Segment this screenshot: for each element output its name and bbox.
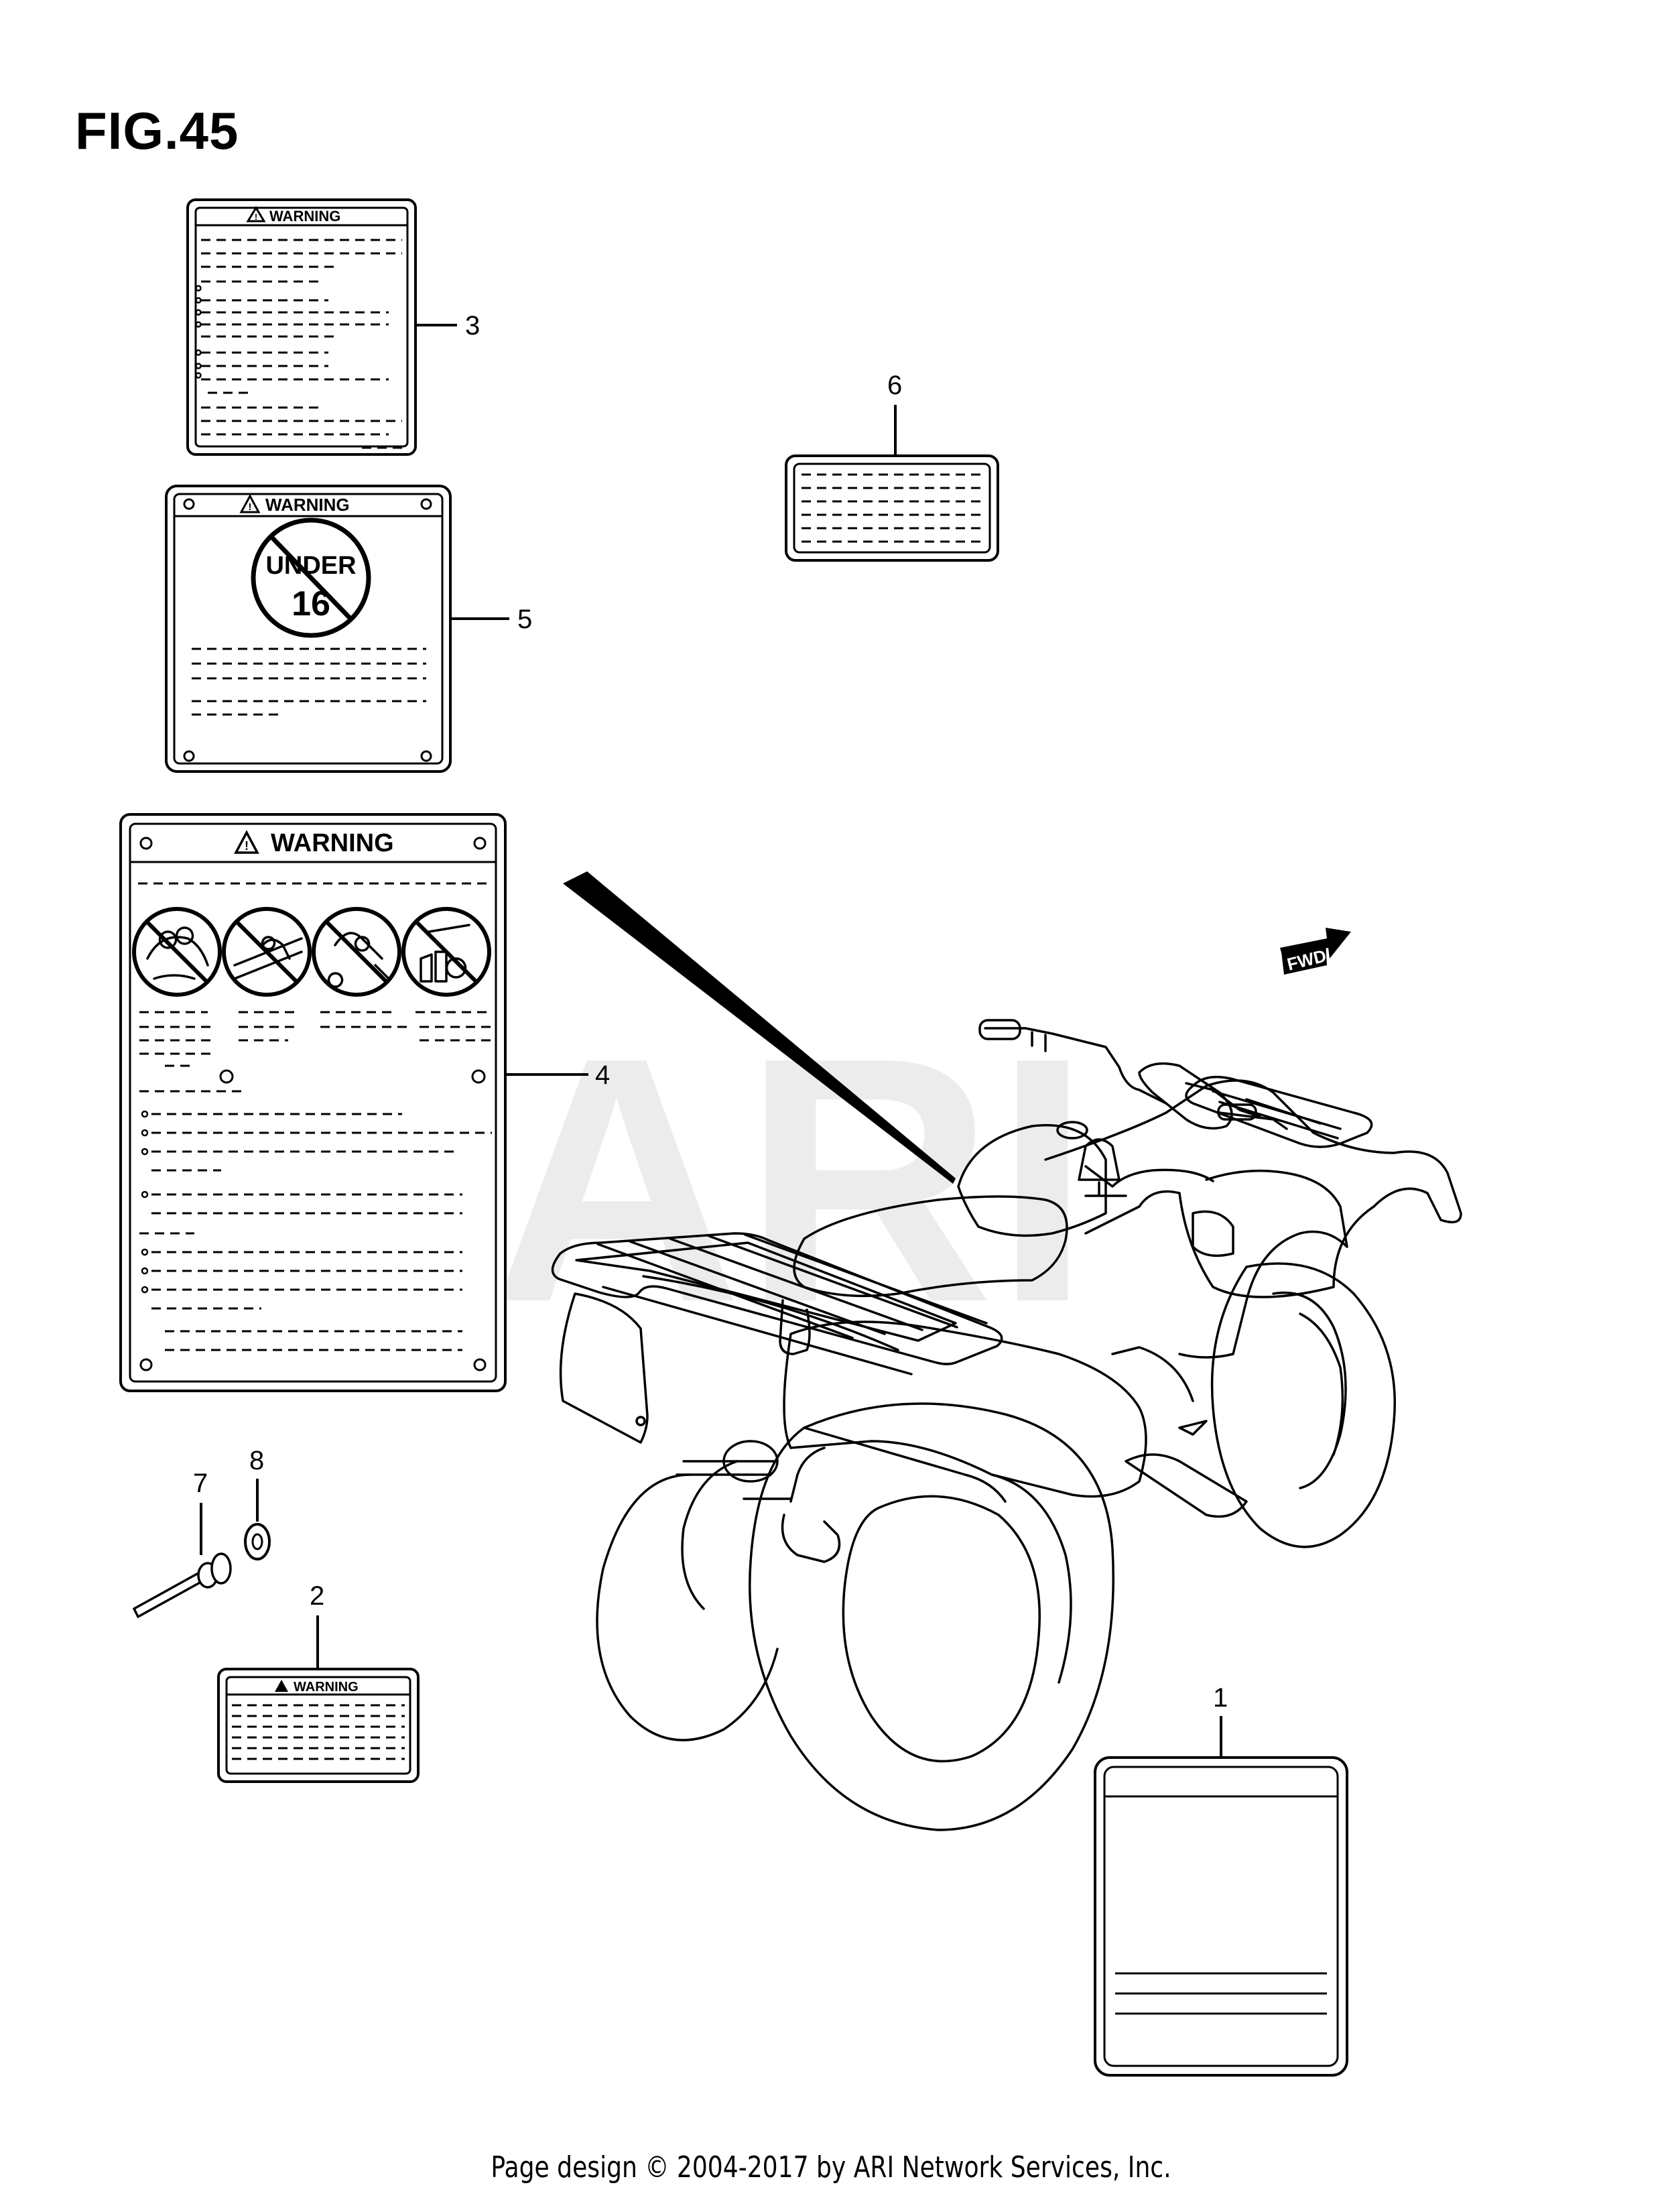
- location-pointer: [563, 871, 956, 1184]
- svg-text:!: !: [255, 212, 257, 222]
- rivet-part-7[interactable]: [133, 1552, 232, 1618]
- warning-heading: WARNING: [271, 829, 394, 857]
- callout-6: 6: [887, 371, 902, 400]
- no-paved-road-icon: [222, 907, 312, 997]
- under-16-icon: UNDER 16: [251, 517, 371, 638]
- warning-label-2[interactable]: WARNING: [217, 1668, 420, 1783]
- warning-heading: WARNING: [269, 208, 340, 225]
- washer-part-8[interactable]: [244, 1523, 271, 1560]
- footer-credit: Page design © 2004-2017 by ARI Network S…: [491, 2150, 1171, 2185]
- callout-4: 4: [595, 1060, 610, 1090]
- callout-8: 8: [249, 1446, 264, 1475]
- atv-illustration: [551, 1019, 1462, 1831]
- callout-1: 1: [1213, 1683, 1228, 1713]
- svg-text:!: !: [249, 501, 252, 513]
- label-1[interactable]: [1094, 1756, 1348, 2077]
- forward-direction-arrow: FWD: [1280, 928, 1351, 975]
- warning-triangle-icon: !: [234, 830, 259, 854]
- no-riding-under-influence-icon: [312, 907, 401, 997]
- callout-2: 2: [310, 1581, 324, 1611]
- text-label-6[interactable]: [785, 454, 999, 562]
- warning-label-5[interactable]: ! WARNING UNDER 16: [165, 485, 452, 773]
- warning-heading: WARNING: [294, 1680, 359, 1695]
- warning-triangle-icon: !: [246, 206, 266, 223]
- no-alcohol-drugs-icon: [401, 907, 491, 997]
- callout-5: 5: [517, 605, 532, 634]
- callout-3: 3: [465, 311, 480, 341]
- callout-7: 7: [193, 1469, 208, 1498]
- warning-label-4[interactable]: ! WARNING: [119, 813, 507, 1392]
- warning-label-3[interactable]: ! WARNING: [186, 198, 417, 456]
- svg-text:!: !: [245, 839, 249, 853]
- warning-triangle-icon: !: [239, 493, 261, 513]
- figure-title: FIG.45: [75, 101, 239, 160]
- no-passenger-icon: [132, 907, 222, 997]
- warning-heading: WARNING: [265, 495, 350, 515]
- warning-triangle-icon: [275, 1680, 288, 1692]
